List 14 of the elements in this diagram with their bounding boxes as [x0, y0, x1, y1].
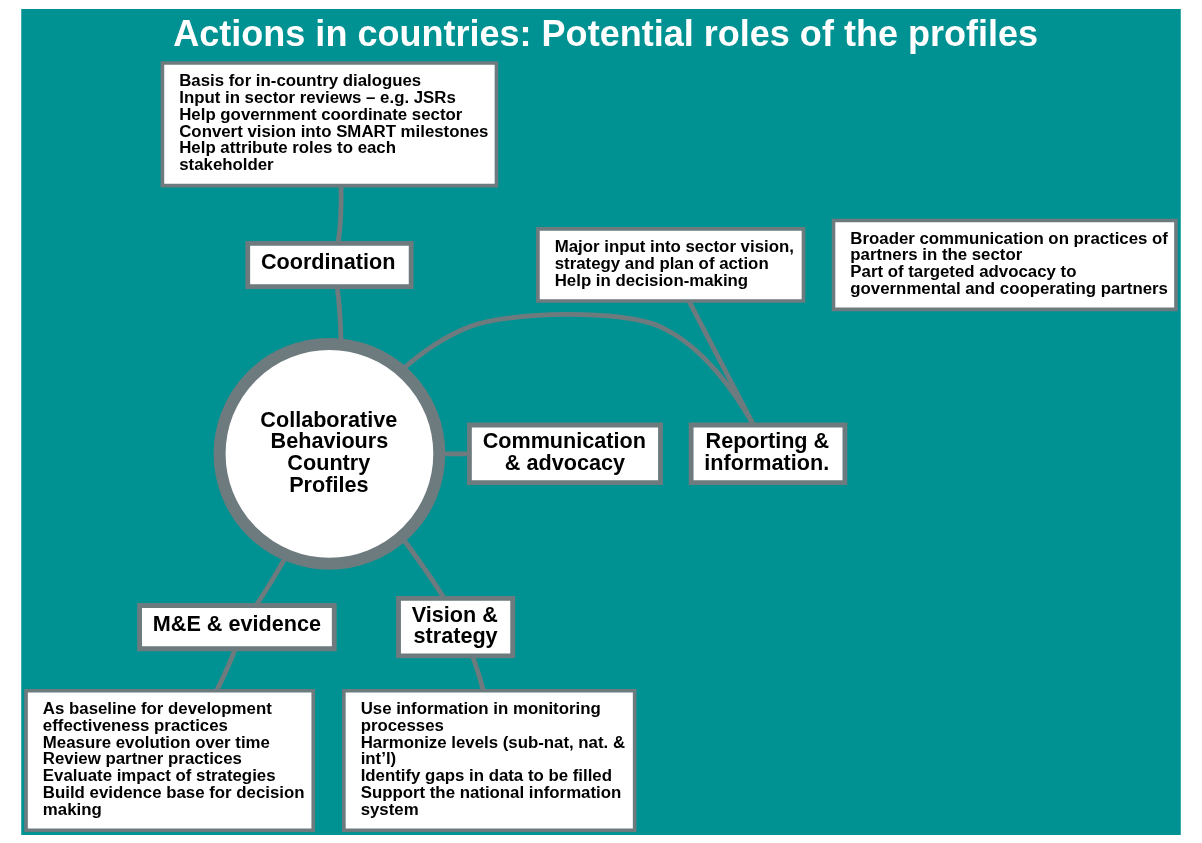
node-box: Reporting & information.	[688, 422, 848, 485]
node-box: Vision & strategy	[396, 595, 516, 658]
node-box: Communication & advocacy	[467, 422, 663, 485]
node-box: Coordination	[245, 240, 414, 289]
diagram-title: Actions in countries: Potential roles of the profiles	[173, 12, 1039, 54]
node-box: M&E & evidence	[137, 602, 337, 651]
node-box: Major input into sector vision, strategy and plan of action Help in decision-making	[536, 226, 806, 303]
node-box: Broader communication on practices of partners in the sector Part of targeted advocacy to governmental and cooperating partners	[831, 218, 1178, 311]
connector	[686, 299, 756, 426]
node-box: As baseline for development effectiveness practices Measure evolution over time Review partner practices Evaluate impact of strategies Build evidence base for decision making	[24, 688, 316, 832]
node-box: Basis for in-country dialogues Input in sector reviews – e.g. JSRs Help government coordinate sector Convert vision into SMART milestones Help attribute roles to each stakeholder	[160, 60, 499, 187]
node-circle: Collaborative Behaviours Country Profiles	[213, 337, 446, 570]
node-box: Use information in monitoring processes Harmonize levels (sub-nat, nat. & int’l) Identify gaps in data to be filled Support the national information system	[342, 688, 637, 832]
connector	[335, 185, 344, 243]
